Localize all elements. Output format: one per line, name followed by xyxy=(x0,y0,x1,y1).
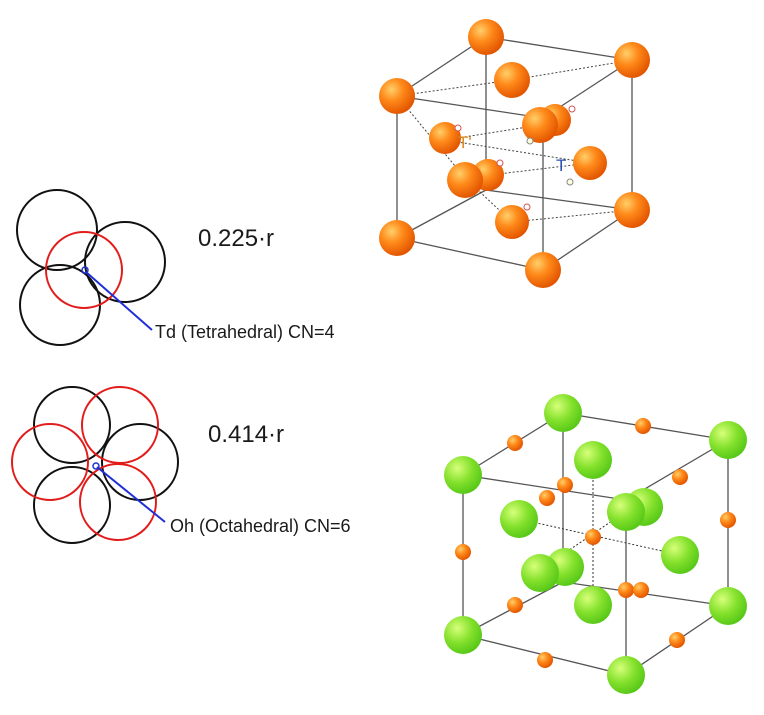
atom xyxy=(574,441,612,479)
packing-sphere-right xyxy=(84,221,166,303)
packing-sphere-top xyxy=(16,189,98,271)
octahedral-site-atom xyxy=(507,435,523,451)
octahedral-site-atom xyxy=(537,652,553,668)
atom xyxy=(709,587,747,625)
fcc-green-small-atoms xyxy=(455,418,736,668)
octahedral-hole-packing-icon xyxy=(11,386,179,544)
atom xyxy=(447,162,483,198)
octahedral-site-atom xyxy=(585,529,601,545)
t-site xyxy=(496,159,504,167)
fcc-lattice-tetrahedral-sites: T' T xyxy=(379,19,650,288)
oct-sphere-red-1 xyxy=(81,386,159,464)
atom xyxy=(495,205,529,239)
octahedral-site-atom xyxy=(720,512,736,528)
atom xyxy=(500,500,538,538)
td-ratio-label: 0.225·r xyxy=(198,225,274,252)
t-site xyxy=(454,124,462,132)
atom xyxy=(379,220,415,256)
packing-sphere-bottom xyxy=(19,264,101,346)
td-pointer-line xyxy=(85,271,153,331)
packing-sphere-center-red xyxy=(45,231,123,309)
atom xyxy=(494,62,530,98)
t-site xyxy=(526,137,534,145)
tetrahedral-hole-packing-icon xyxy=(16,189,166,346)
tetrahedral-hole xyxy=(81,266,89,274)
oct-sphere-red-3 xyxy=(79,463,157,541)
fcc-orange-atoms xyxy=(379,19,650,288)
octahedral-site-atom xyxy=(635,418,651,434)
atom xyxy=(379,78,415,114)
atom xyxy=(614,192,650,228)
td-caption: Td (Tetrahedral) CN=4 xyxy=(155,322,335,342)
octahedral-site-atom xyxy=(633,582,649,598)
t-site xyxy=(566,178,574,186)
fcc-green-large-atoms xyxy=(444,394,747,694)
octahedral-site-atom xyxy=(672,469,688,485)
octahedral-hole xyxy=(92,462,100,470)
atom xyxy=(574,586,612,624)
fcc-lattice-octahedral-sites xyxy=(444,394,747,694)
octahedral-site-atom xyxy=(507,597,523,613)
oct-sphere-red-2 xyxy=(11,423,89,501)
octahedral-site-atom xyxy=(669,632,685,648)
atom xyxy=(468,19,504,55)
atom xyxy=(661,536,699,574)
oh-pointer-line xyxy=(96,466,166,523)
atom xyxy=(444,456,482,494)
octahedral-site-atom xyxy=(539,490,555,506)
oct-sphere-black-2 xyxy=(101,423,179,501)
atom xyxy=(525,252,561,288)
atom xyxy=(444,616,482,654)
t-prime-site-label: T' xyxy=(458,133,472,152)
t-site xyxy=(523,203,531,211)
atom xyxy=(614,42,650,78)
octahedral-site-atom xyxy=(557,477,573,493)
atom xyxy=(544,394,582,432)
atom xyxy=(607,656,645,694)
atom xyxy=(607,493,645,531)
tetrahedral-site-markers xyxy=(454,105,576,211)
atom xyxy=(522,107,558,143)
oh-caption: Oh (Octahedral) CN=6 xyxy=(170,516,351,536)
octahedral-site-atom xyxy=(618,582,634,598)
oct-sphere-black-1 xyxy=(33,386,111,464)
atom xyxy=(573,146,607,180)
oh-ratio-label: 0.414·r xyxy=(208,421,284,448)
t-site xyxy=(568,105,576,113)
atom xyxy=(709,421,747,459)
t-site-label: T xyxy=(556,156,566,175)
atom xyxy=(429,122,461,154)
oct-sphere-black-3 xyxy=(33,466,111,544)
octahedral-site-atom xyxy=(455,544,471,560)
atom xyxy=(521,554,559,592)
